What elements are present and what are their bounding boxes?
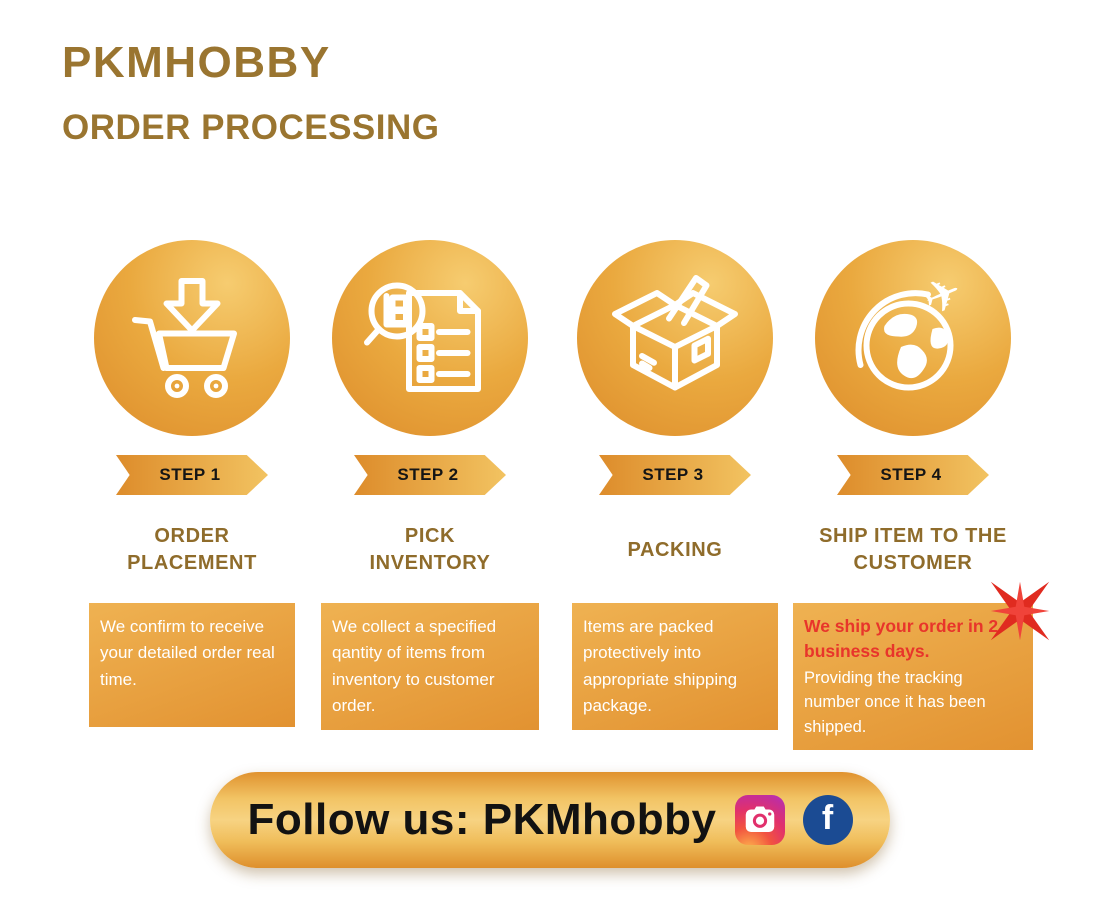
step4-badge-label: STEP 4 bbox=[880, 465, 942, 484]
step-column-4: ✈ STEP 4 SHIP ITEM TO THE CUSTOMER We sh… bbox=[793, 240, 1050, 751]
step4-title: SHIP ITEM TO THE CUSTOMER bbox=[819, 525, 1007, 574]
page-title: ORDER PROCESSING bbox=[62, 108, 440, 147]
svg-text:✈: ✈ bbox=[915, 264, 970, 327]
step3-badge-label: STEP 3 bbox=[642, 465, 704, 484]
step-column-1: STEP 1 ORDER PLACEMENT We confirm to rec… bbox=[72, 240, 312, 727]
step2-icon-circle bbox=[332, 240, 528, 436]
step-column-2: STEP 2 PICK INVENTORY We collect a speci… bbox=[310, 240, 550, 731]
step3-badge: STEP 3 bbox=[599, 455, 751, 495]
instagram-icon[interactable] bbox=[734, 795, 785, 845]
step4-description-highlight: We ship your order in 2 business days. bbox=[804, 616, 999, 661]
step1-title: ORDER PLACEMENT bbox=[127, 525, 257, 574]
step3-title: PACKING bbox=[627, 538, 723, 561]
step4-icon-circle: ✈ bbox=[815, 240, 1011, 436]
step2-title: PICK INVENTORY bbox=[369, 525, 491, 574]
follow-us-label: Follow us: PKMhobby bbox=[247, 795, 717, 844]
globe-airplane-icon: ✈ bbox=[855, 264, 970, 391]
follow-us-banner: Follow us: PKMhobby f bbox=[210, 772, 890, 868]
cart-arrow-down-icon bbox=[132, 278, 237, 398]
step1-description: We confirm to receive your detailed orde… bbox=[89, 603, 295, 727]
inventory-checklist-magnifier-icon bbox=[364, 282, 481, 392]
step-column-3: STEP 3 PACKING Items are packed protecti… bbox=[555, 240, 795, 731]
step4-description: We ship your order in 2 business days. P… bbox=[793, 603, 1033, 751]
step2-badge-label: STEP 2 bbox=[397, 465, 459, 484]
step4-badge: STEP 4 bbox=[837, 455, 989, 495]
step4-description-rest: Providing the tracking number once it ha… bbox=[804, 669, 986, 736]
step2-badge: STEP 2 bbox=[354, 455, 506, 495]
facebook-icon[interactable]: f bbox=[802, 795, 853, 845]
step1-icon-circle bbox=[94, 240, 290, 436]
step3-icon-circle bbox=[577, 240, 773, 436]
step1-badge-label: STEP 1 bbox=[159, 465, 221, 484]
step1-badge: STEP 1 bbox=[116, 455, 268, 495]
step3-description: Items are packed protectively into appro… bbox=[572, 603, 778, 731]
camera-glyph bbox=[745, 806, 774, 832]
brand-title: PKMHOBBY bbox=[62, 38, 331, 87]
step2-description: We collect a specified qantity of items … bbox=[321, 603, 539, 731]
packing-box-tape-icon bbox=[612, 275, 738, 391]
